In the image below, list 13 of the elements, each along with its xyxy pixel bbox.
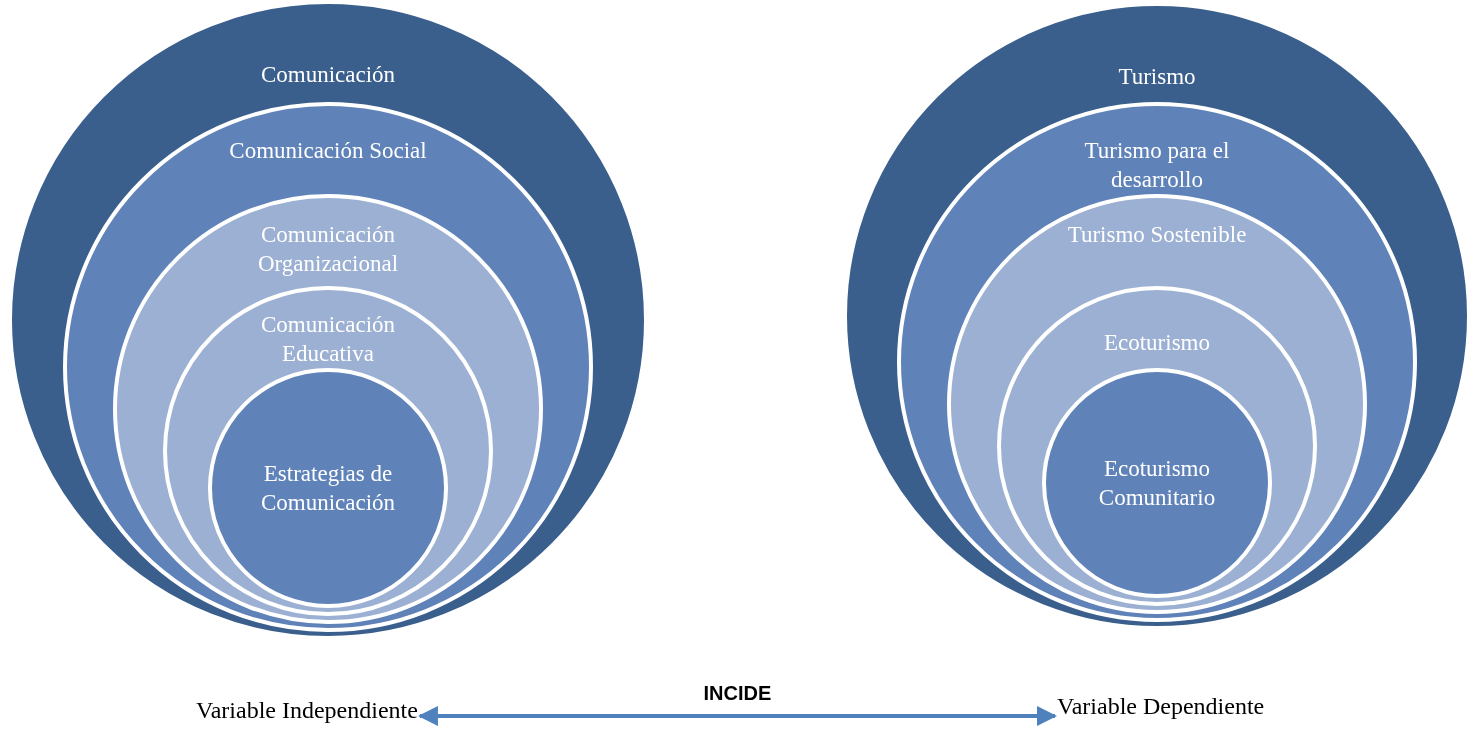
layer-label: Ecoturismo Comunitario [1097,455,1217,512]
variable-label: Variable Dependiente [1057,693,1265,720]
variable-label: Variable Independiente [196,697,418,724]
layer-label: Estrategias de Comunicación [259,460,397,517]
layer-label: Comunicación Social [228,137,428,165]
layer-label: Comunicación Organizacional [256,221,400,278]
double-arrow [417,706,1057,726]
layer-label: Comunicación Educativa [259,311,397,368]
layer-label: Comunicación [259,61,397,89]
layer-label: Turismo [1117,63,1197,91]
layer-label: Ecoturismo [1102,329,1211,357]
layer-label: Turismo para el desarrollo [1083,137,1231,194]
layer-label: Turismo Sostenible [1066,221,1248,249]
